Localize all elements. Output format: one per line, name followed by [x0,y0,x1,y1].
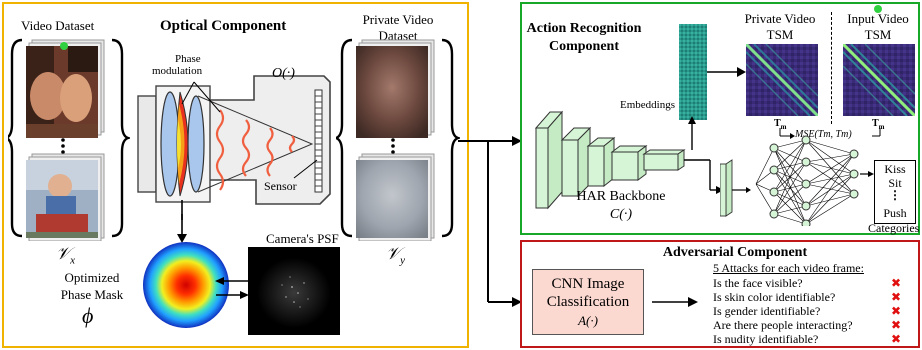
har-backbone [534,110,724,210]
camera-psf-image [248,247,340,335]
green-dot [60,42,68,50]
x-mark-icon: ✖ [891,332,902,346]
psf-mask-arrows [215,277,249,299]
child-frames [26,153,105,241]
x-mark-icon: ✖ [891,304,902,318]
right-brace [441,38,460,238]
private-dataset-label-1: Private Video [362,12,434,27]
private-dataset-stack [336,38,460,241]
optimized-label-2: Phase Mask [60,287,124,302]
phase-modulation-label-1: Phase [175,53,201,65]
attacks-header: 5 Attacks for each video frame: [713,261,864,275]
left-brace [8,38,23,238]
phi-symbol: ϕ [82,303,94,328]
category-item: ⋮ [889,188,901,202]
phase-modulation-label-2: modulation [152,65,203,77]
phase-mask-disc [143,242,229,328]
blurred-frame-bottom [356,160,428,238]
sensor-label: Sensor [264,179,297,193]
video-dataset-label: Video Dataset [21,18,95,33]
category-item: Sit [888,176,902,190]
tsm-separator [831,12,832,124]
optimized-label-1: Optimized [64,270,120,285]
kiss-frames [26,39,105,138]
private-dataset-label-2: Dataset [378,28,418,43]
adversarial-panel [520,240,920,348]
attack-item: Is gender identifiable? [713,304,821,318]
input-tsm-label-2: TSM [864,27,892,42]
tm-right-label: Tm [872,118,885,131]
cnn-box: CNN Image Classification A(·) [532,269,644,335]
private-tsm-label-2: TSM [766,27,794,42]
optical-component-panel [2,2,469,348]
input-tsm-green-dot [874,5,882,13]
camera-illustration [137,75,331,220]
attack-item: Are there people interacting? [713,318,853,332]
embed-to-tsm-arrow [707,67,746,77]
action-recognition-panel [520,2,920,235]
attack-item: Is nudity identifiable? [713,332,819,346]
vx-symbol: 𝒱x [56,244,76,267]
cnn-to-attacks-arrow [652,297,698,307]
har-label-1: HAR Backbone [576,189,666,204]
optical-title: Optical Component [160,18,287,34]
mse-label: MSE(Tm, Tm) [795,129,852,140]
x-mark-icon: ✖ [891,318,902,332]
action-title-1: Action Recognition [526,21,642,36]
left-brace [336,38,353,238]
adversarial-title: Adversarial Component [662,245,808,260]
mse-brackets [779,128,881,139]
sensor-strip [314,89,323,193]
private-tsm-label-1: Private Video [744,11,816,26]
input-tsm-matrix [843,44,915,116]
x-mark-icon: ✖ [891,276,902,290]
cnn-label-2: Classification [546,294,630,310]
action-title-2: Component [548,39,619,54]
blurred-frame-top [356,46,428,138]
lens-rear [187,95,205,193]
attack-item: Is the face visible? [713,276,803,290]
video-dataset-stack [8,38,130,241]
tm-left-label: Tm [774,118,787,131]
har-label-2: C(·) [609,207,633,222]
down-arrow [177,214,187,243]
camera-body [205,75,331,205]
vy-symbol: 𝒱y [386,244,406,267]
optics-function-label: O(·) [272,66,295,81]
right-brace [111,38,130,238]
classifier-network [720,135,874,226]
category-item: Push [883,206,907,220]
camera-psf-label: Camera's PSF [266,231,339,246]
cnn-label-3: A(·) [578,313,598,328]
categories-box: Kiss Sit ⋮ Push [874,160,916,224]
cnn-label-1: CNN Image [551,276,625,292]
embeddings-matrix [679,24,707,120]
private-tsm-matrix [746,44,818,116]
ellipsis-dots [61,138,65,154]
connector-arrows [458,136,522,307]
category-item: Kiss [884,162,906,176]
lens-front [160,91,180,197]
attack-item: Is skin color identifiable? [713,290,836,304]
input-tsm-label-1: Input Video [847,11,909,26]
x-mark-icon: ✖ [891,290,902,304]
embeddings-label: Embeddings [620,99,675,111]
categories-label: Categories [868,221,920,235]
